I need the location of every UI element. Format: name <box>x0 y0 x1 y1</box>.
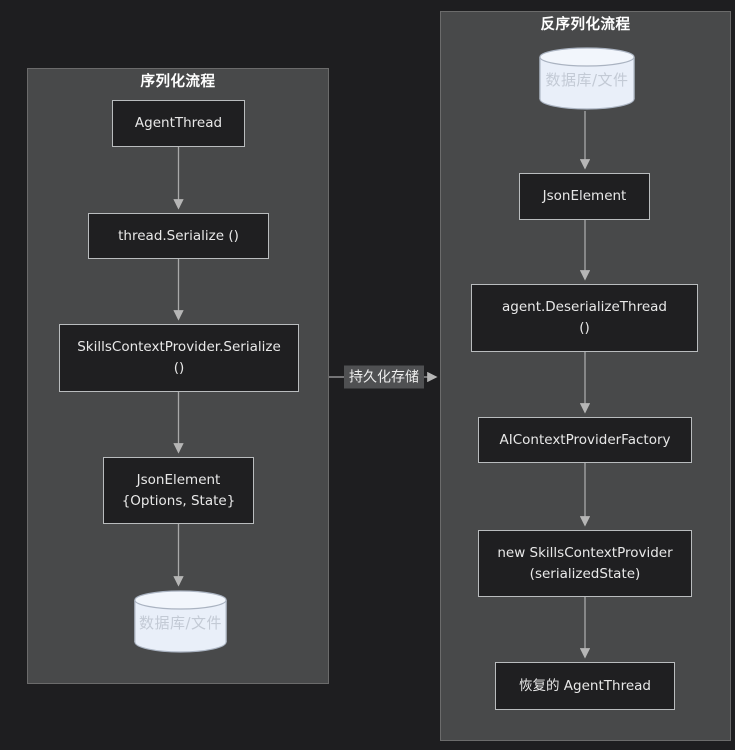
node-json-element: JsonElement <box>519 173 650 220</box>
cylinder-label: 数据库/文件 <box>545 70 629 89</box>
node-skills-context-provider-serialize: SkillsContextProvider.Serialize () <box>59 324 299 392</box>
database-cylinder-icon <box>134 590 227 653</box>
node-agent-deserialize-thread: agent.DeserializeThread () <box>471 284 698 352</box>
deserialization-panel-title: 反序列化流程 <box>540 17 631 33</box>
node-label-line2: () <box>173 360 185 376</box>
node-label-line1: SkillsContextProvider.Serialize <box>77 339 281 355</box>
database-cylinder-icon <box>539 47 635 110</box>
node-ai-context-provider-factory: AIContextProviderFactory <box>478 417 692 463</box>
node-label-line2: (serializedState) <box>529 565 641 582</box>
serialization-panel-title: 序列化流程 <box>140 74 216 90</box>
node-restored-agent-thread: 恢复的 AgentThread <box>495 662 675 710</box>
node-label-line2: {Options, State} <box>121 492 236 509</box>
node-database-file-right: 数据库/文件 <box>538 47 636 111</box>
node-json-element-options-state: JsonElement {Options, State} <box>103 457 254 524</box>
node-label: 恢复的 AgentThread <box>519 677 651 694</box>
node-label: JsonElement <box>542 188 627 204</box>
node-label: AIContextProviderFactory <box>499 431 671 448</box>
node-database-file-left: 数据库/文件 <box>133 590 228 654</box>
node-label-line1: JsonElement <box>136 471 221 488</box>
cylinder-label: 数据库/文件 <box>138 613 223 632</box>
node-label: AgentThread <box>134 115 223 131</box>
node-label-line1: new SkillsContextProvider <box>497 544 673 561</box>
node-agent-thread: AgentThread <box>112 100 245 147</box>
node-label-line1: agent.DeserializeThread <box>502 299 667 315</box>
node-thread-serialize: thread.Serialize () <box>88 213 269 259</box>
persist-storage-label: 持久化存储 <box>344 365 424 389</box>
node-new-skills-context-provider: new SkillsContextProvider (serializedSta… <box>478 530 692 597</box>
deserialization-panel <box>440 11 731 741</box>
node-label-line2: () <box>579 320 590 336</box>
node-label: thread.Serialize () <box>118 227 239 244</box>
